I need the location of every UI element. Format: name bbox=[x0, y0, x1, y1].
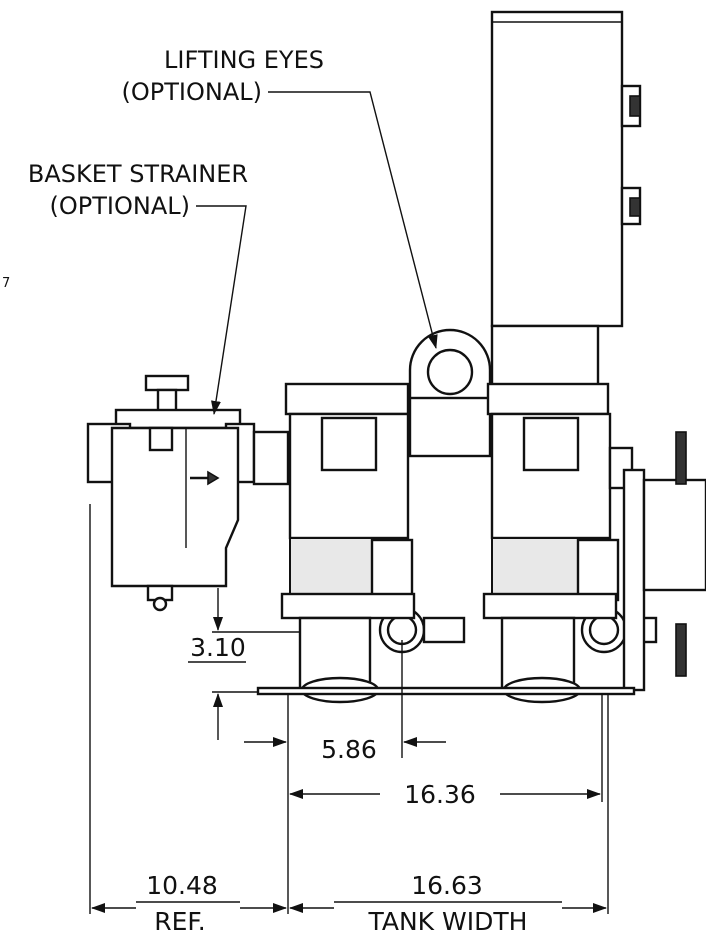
dim-3-10-value: 3.10 bbox=[190, 633, 246, 662]
lifting-eyes-label: LIFTING EYES bbox=[164, 46, 324, 74]
lifting-eyes-leader bbox=[268, 91, 438, 349]
stray-mark: 7 bbox=[2, 276, 10, 291]
dim-10-48-value: 10.48 bbox=[146, 871, 218, 900]
lifting-eyes-optional-label: (OPTIONAL) bbox=[122, 78, 262, 106]
dim-10-48-label: REF. bbox=[154, 907, 205, 936]
dim-16-63-label: TANK WIDTH bbox=[368, 907, 528, 936]
pump-unit-left bbox=[280, 382, 466, 704]
dimension-16-63: 16.63 TANK WIDTH bbox=[289, 694, 609, 936]
callout-lifting-eyes: LIFTING EYES (OPTIONAL) bbox=[122, 46, 438, 349]
control-panel bbox=[490, 10, 642, 388]
dimension-10-48: 10.48 REF. bbox=[89, 504, 287, 936]
basket-strainer-optional-label: (OPTIONAL) bbox=[50, 192, 190, 220]
dim-5-86-value: 5.86 bbox=[321, 735, 377, 764]
basket-strainer-label: BASKET STRAINER bbox=[28, 160, 248, 188]
basket-strainer-leader bbox=[196, 205, 247, 415]
basket-strainer bbox=[86, 374, 290, 612]
right-manifold bbox=[608, 431, 706, 692]
dimension-5-86: 5.86 bbox=[244, 640, 446, 764]
dimension-16-36: 16.36 bbox=[287, 694, 603, 914]
lifting-eye bbox=[408, 328, 492, 458]
dim-16-63-value: 16.63 bbox=[411, 871, 483, 900]
base-plate bbox=[256, 686, 636, 696]
dim-16-36-value: 16.36 bbox=[404, 780, 476, 809]
pump-unit-right bbox=[482, 382, 658, 704]
dimension-3-10: 3.10 bbox=[188, 588, 300, 740]
callout-basket-strainer: BASKET STRAINER (OPTIONAL) bbox=[28, 160, 248, 415]
